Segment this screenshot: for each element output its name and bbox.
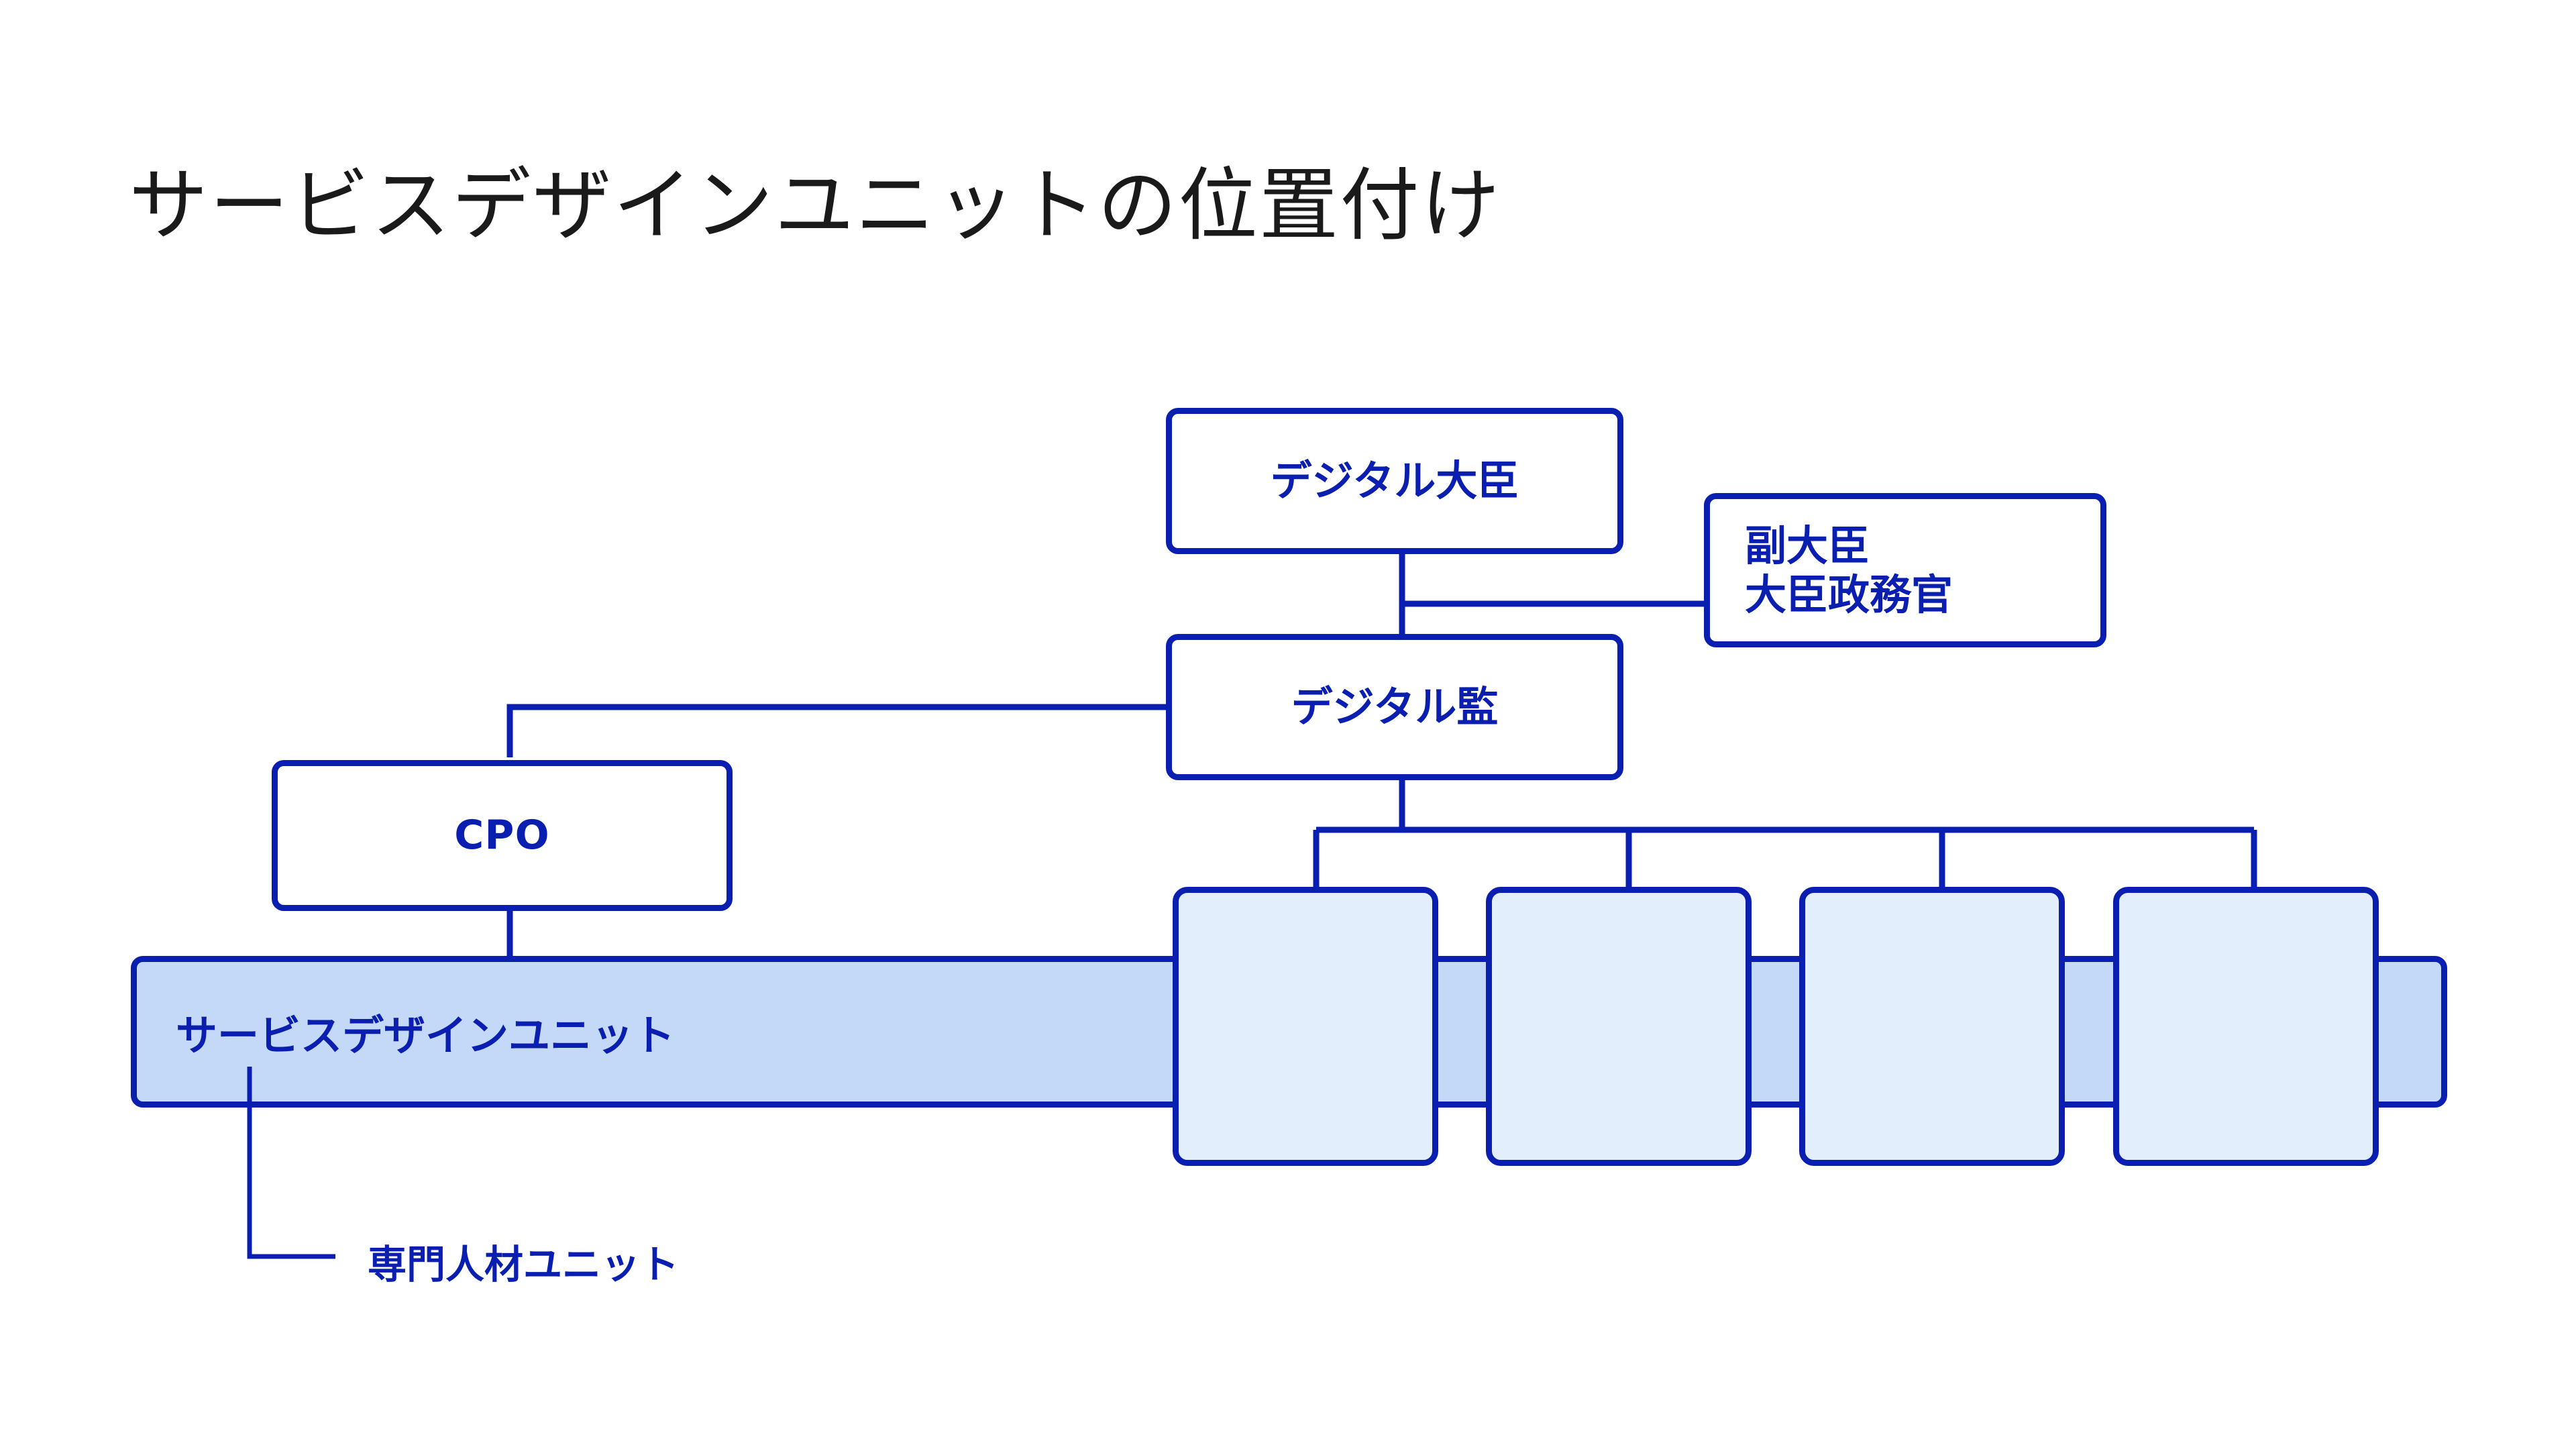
node-cpo-label: CPO: [454, 812, 550, 859]
unit-box-1[interactable]: [1173, 887, 1438, 1166]
node-director-general[interactable]: デジタル監: [1166, 634, 1623, 780]
unit-box-3[interactable]: [1799, 887, 2065, 1166]
page-title: サービスデザインユニットの位置付け: [129, 159, 1502, 252]
edge-dg-to-cpo: [506, 704, 1166, 757]
node-digital-minister-label: デジタル大臣: [1270, 456, 1519, 506]
unit-box-4[interactable]: [2113, 887, 2379, 1166]
node-service-design-unit-label: サービスデザインユニット: [176, 1011, 676, 1060]
unit-box-2[interactable]: [1486, 887, 1752, 1166]
edge-band-to-specialist-unit: [247, 1067, 335, 1259]
node-vice-minister-label: 副大臣 大臣政務官: [1745, 521, 1953, 619]
node-vice-minister[interactable]: 副大臣 大臣政務官: [1704, 493, 2106, 647]
node-digital-minister[interactable]: デジタル大臣: [1166, 408, 1623, 554]
node-cpo[interactable]: CPO: [272, 760, 733, 911]
node-specialist-unit-label: 専門人材ユニット: [368, 1242, 680, 1287]
node-director-general-label: デジタル監: [1291, 682, 1499, 732]
